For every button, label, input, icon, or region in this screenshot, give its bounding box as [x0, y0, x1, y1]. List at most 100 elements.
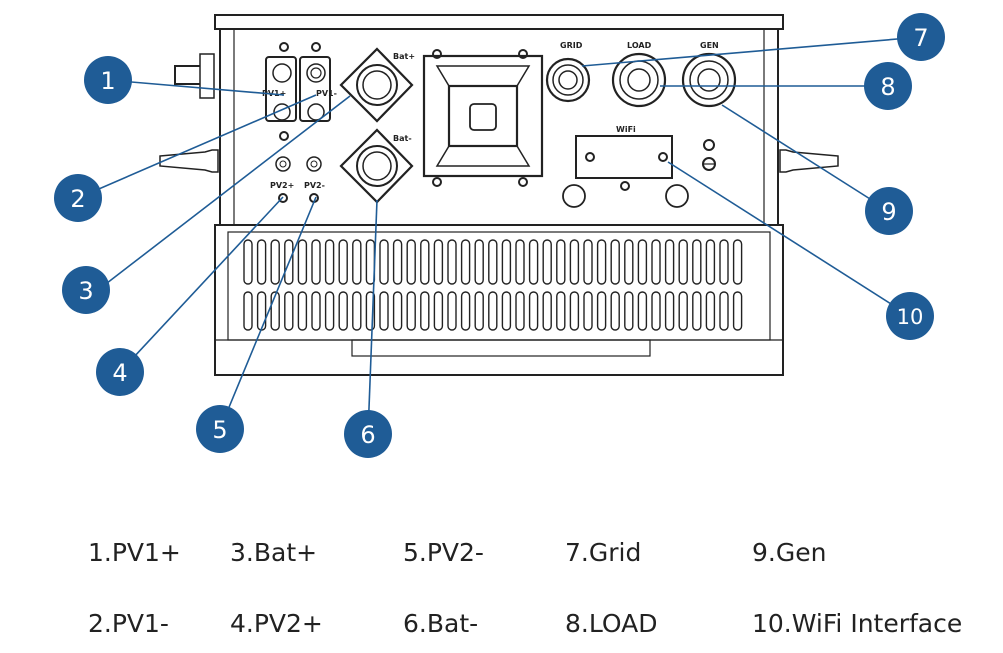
vent-slot [732, 291, 743, 331]
svg-text:10: 10 [897, 305, 924, 329]
label-pv2-plus: PV2+ [270, 181, 294, 190]
vent-slot [297, 239, 308, 285]
legend-item-wifi-interface: 10.WiFi Interface [752, 609, 963, 638]
svg-text:9: 9 [881, 198, 896, 226]
vent-slot [284, 239, 294, 285]
vent-slot [474, 239, 484, 285]
vent-slot [651, 291, 661, 331]
vent-slot [624, 291, 634, 331]
vent-slot [678, 291, 688, 331]
vent-slot [719, 239, 729, 285]
svg-text:2: 2 [70, 185, 85, 213]
svg-text:1: 1 [100, 67, 115, 95]
svg-text:5: 5 [212, 416, 227, 444]
vent-slot [583, 291, 593, 331]
label-wifi: WiFi [616, 125, 636, 134]
vent-slot [460, 291, 471, 331]
vent-slot [610, 291, 620, 331]
vent-slot [338, 239, 348, 285]
vent-slot [692, 239, 702, 285]
legend-item-grid: 7.Grid [565, 538, 642, 567]
leader-5 [219, 196, 317, 430]
vent-slot [406, 239, 416, 285]
legend-item-pv2-minus: 5.PV2- [403, 538, 484, 567]
svg-text:7: 7 [913, 24, 928, 52]
vent-slot [256, 239, 267, 285]
vent-slot [705, 291, 716, 331]
leader-lines [77, 36, 922, 435]
marker-8: 8 [864, 62, 912, 110]
vent-slot [664, 239, 675, 285]
leader-2 [77, 94, 317, 199]
leader-4 [119, 196, 284, 373]
label-bat-plus: Bat+ [393, 52, 415, 61]
vent-slot [420, 291, 430, 331]
vent-slot [692, 291, 702, 331]
marker-2: 2 [54, 174, 102, 222]
vent-slot [501, 291, 512, 331]
vent-slot [447, 291, 457, 331]
vent-slot [624, 239, 634, 285]
vent-slot [596, 291, 607, 331]
vent-slot [610, 239, 620, 285]
vent-slot [311, 239, 321, 285]
vent-slot [556, 291, 566, 331]
vent-slot [243, 291, 253, 331]
vent-slot [433, 239, 444, 285]
legend-item-pv1-plus: 1.PV1+ [88, 538, 181, 567]
leader-9 [721, 104, 890, 212]
vent-slot [392, 291, 403, 331]
marker-3: 3 [62, 266, 110, 314]
vent-slot [651, 239, 661, 285]
vent-slot [460, 239, 471, 285]
vent-slot [637, 239, 648, 285]
legend-item-pv2-plus: 4.PV2+ [230, 609, 323, 638]
vent-slot [678, 239, 688, 285]
vent-slot [732, 239, 743, 285]
vent-slot [719, 291, 729, 331]
vent-slot [338, 291, 348, 331]
marker-5: 5 [196, 405, 244, 453]
vent-slot [528, 291, 539, 331]
vent-slot [569, 239, 580, 285]
vent-slot [324, 239, 335, 285]
svg-text:6: 6 [360, 421, 375, 449]
legend-item-bat-plus: 3.Bat+ [230, 538, 318, 567]
vent-slot [596, 239, 607, 285]
label-pv2-minus: PV2- [304, 181, 325, 190]
marker-9: 9 [865, 187, 913, 235]
vent-slot [488, 291, 498, 331]
vent-slot [420, 239, 430, 285]
vent-slot [542, 239, 552, 285]
vent-slots [243, 239, 743, 331]
vent-slot [569, 291, 580, 331]
vent-slot [365, 291, 376, 331]
svg-text:3: 3 [78, 277, 93, 305]
vent-slot [447, 239, 457, 285]
leader-6 [367, 199, 378, 435]
vent-slot [392, 239, 403, 285]
vent-slot [542, 291, 552, 331]
svg-text:4: 4 [112, 359, 127, 387]
label-pv1-minus: PV1- [316, 89, 337, 98]
label-load: LOAD [627, 41, 652, 50]
vent-slot [705, 239, 716, 285]
inverter-drawing [159, 14, 839, 376]
vent-slot [433, 291, 444, 331]
markers: 1 2 3 4 5 6 7 8 [54, 13, 945, 458]
vent-slot [515, 291, 525, 331]
vent-slot [311, 291, 321, 331]
vent-slot [501, 239, 512, 285]
vent-slot [637, 291, 648, 331]
vent-slot [352, 291, 362, 331]
vent-slot [284, 291, 294, 331]
leader-1 [107, 79, 285, 96]
leader-3 [97, 95, 351, 291]
marker-1: 1 [84, 56, 132, 104]
vent-slot [474, 291, 484, 331]
legend-item-bat-minus: 6.Bat- [403, 609, 479, 638]
svg-text:8: 8 [880, 73, 895, 101]
vent-slot [515, 239, 525, 285]
marker-7: 7 [897, 13, 945, 61]
